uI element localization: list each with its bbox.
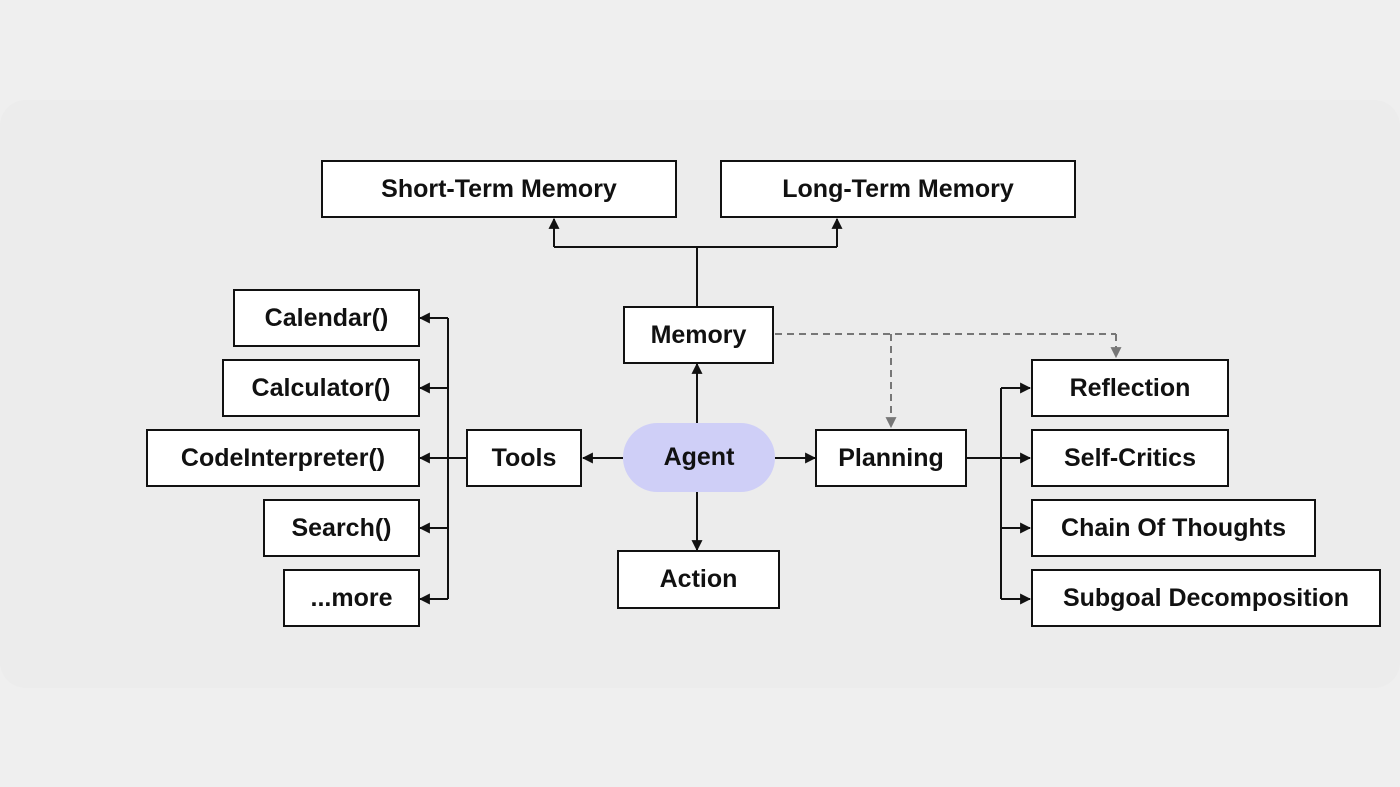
planning-subgoal-decomposition-box: Subgoal Decomposition [1031, 569, 1381, 627]
planning-reflection-box: Reflection [1031, 359, 1229, 417]
tool-calculator-box: Calculator() [222, 359, 420, 417]
planning-self-critics-box: Self-Critics [1031, 429, 1229, 487]
agent-node: Agent [623, 423, 775, 492]
action-box: Action [617, 550, 780, 609]
short-term-memory-box: Short-Term Memory [321, 160, 677, 218]
tool-search-box: Search() [263, 499, 420, 557]
tools-box: Tools [466, 429, 582, 487]
memory-box: Memory [623, 306, 774, 364]
tool-more-box: ...more [283, 569, 420, 627]
tool-code-interpreter-box: CodeInterpreter() [146, 429, 420, 487]
tool-calendar-box: Calendar() [233, 289, 420, 347]
long-term-memory-box: Long-Term Memory [720, 160, 1076, 218]
planning-chain-of-thoughts-box: Chain Of Thoughts [1031, 499, 1316, 557]
planning-box: Planning [815, 429, 967, 487]
